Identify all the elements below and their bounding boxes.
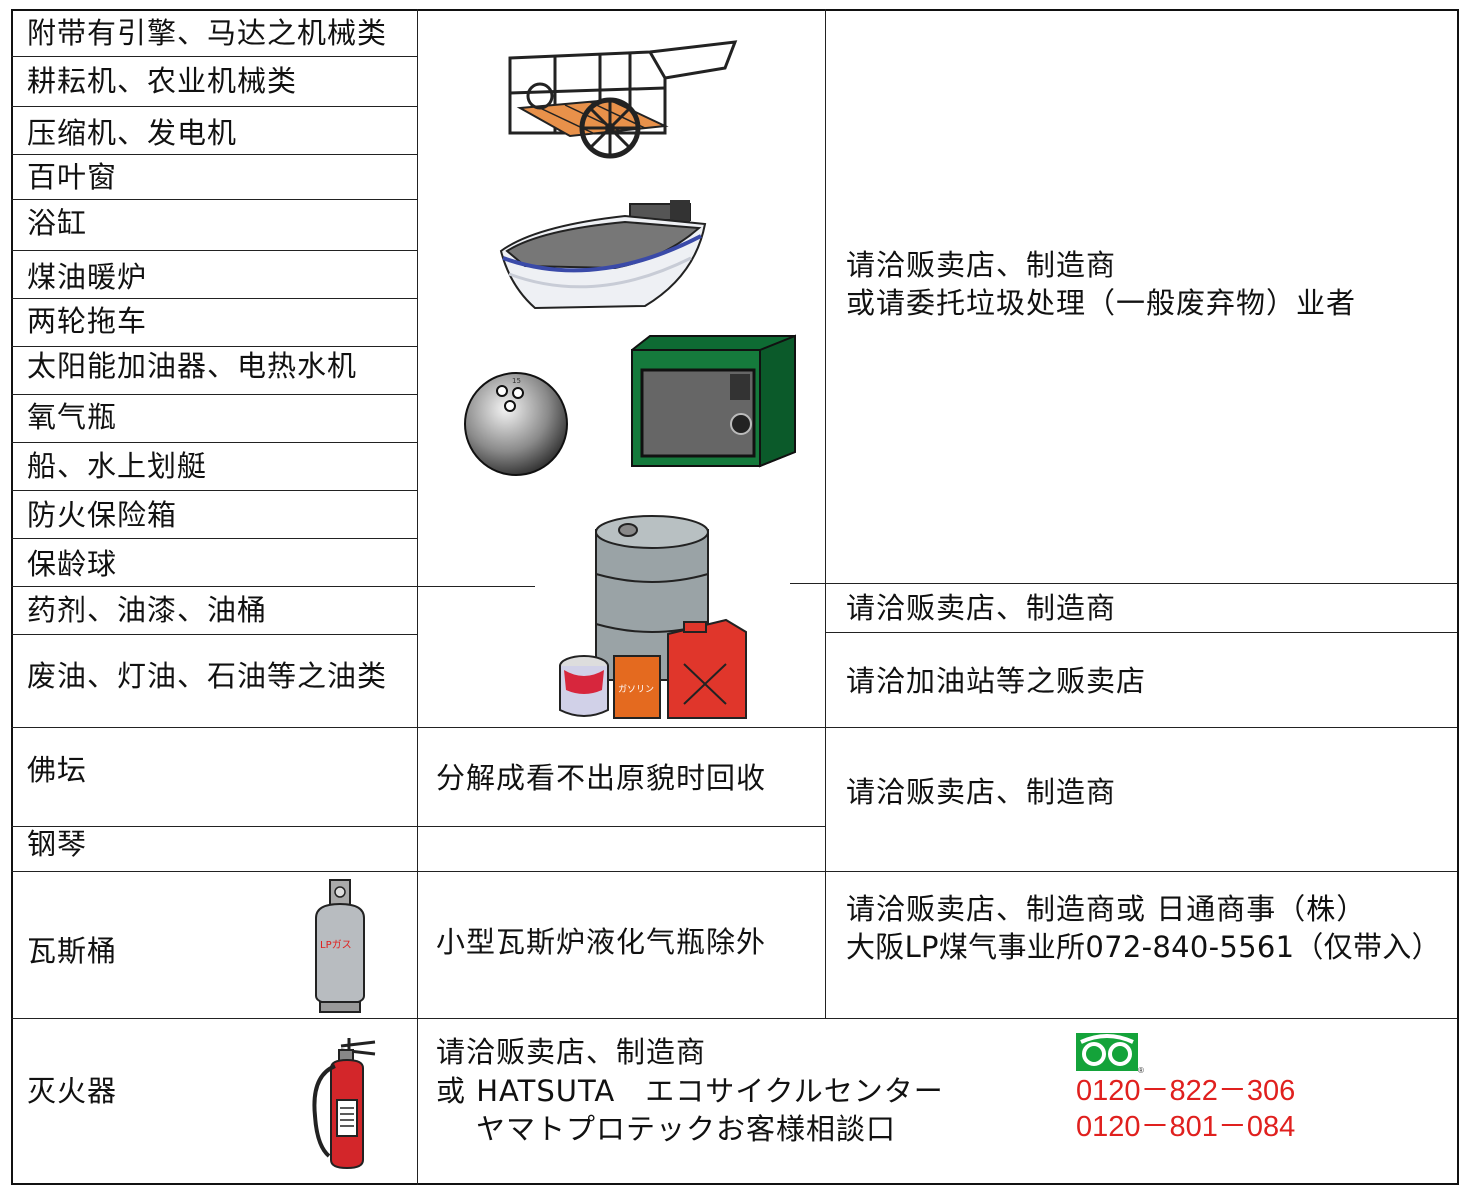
item-label: 佛坛 bbox=[27, 753, 88, 787]
row-line bbox=[11, 442, 417, 443]
row-line bbox=[825, 632, 1457, 633]
contact-note: 大阪LP煤气事业所072-840-5561（仅带入） bbox=[846, 930, 1441, 964]
row-line bbox=[11, 106, 417, 107]
condition-note: 小型瓦斯炉液化气瓶除外 bbox=[436, 925, 767, 959]
cylinder-label: LPガス bbox=[320, 939, 352, 951]
contact-note: 或请委托垃圾处理（一般废弃物）业者 bbox=[846, 286, 1357, 320]
row-line bbox=[11, 634, 417, 635]
item-label: 药剂、油漆、油桶 bbox=[27, 593, 268, 627]
freedial-icon: ® bbox=[1076, 1033, 1144, 1074]
cart-icon bbox=[508, 40, 738, 159]
col-divider-2 bbox=[825, 9, 826, 873]
condition-note: 分解成看不出原貌时回收 bbox=[436, 761, 767, 795]
col-divider-gas bbox=[825, 871, 826, 1018]
contact-note: 请洽贩卖店、制造商 bbox=[846, 248, 1117, 282]
row-line bbox=[11, 727, 1457, 728]
boat-icon bbox=[499, 200, 707, 310]
row-line bbox=[11, 346, 417, 347]
table-border-left bbox=[11, 9, 13, 1185]
registered-mark: ® bbox=[1138, 1066, 1144, 1074]
can-label: ガソリン bbox=[618, 684, 654, 695]
fire-extinguisher-icon bbox=[312, 1038, 376, 1170]
drum-and-cans-icon: ガソリン bbox=[559, 515, 747, 719]
row-line bbox=[11, 298, 417, 299]
row-line bbox=[11, 1018, 1457, 1019]
item-label: 船、水上划艇 bbox=[27, 449, 208, 483]
ball-marks: 15 bbox=[512, 377, 521, 385]
item-label: 氧气瓶 bbox=[27, 400, 118, 434]
phone-number: 0120－801－084 bbox=[1076, 1111, 1296, 1143]
item-label: 浴缸 bbox=[27, 206, 88, 240]
bowling-ball-icon: 15 bbox=[464, 372, 568, 476]
item-label: 百叶窗 bbox=[27, 160, 118, 194]
contact-note: 或 HATSUTA エコサイクルセンター bbox=[436, 1074, 944, 1108]
fire-safe-icon bbox=[631, 334, 796, 468]
lp-gas-cylinder-icon: LPガス bbox=[315, 879, 365, 1013]
item-label: 煤油暖炉 bbox=[27, 260, 148, 294]
contact-note: ヤマトプロテックお客様相談口 bbox=[476, 1112, 897, 1146]
item-label: 防火保险箱 bbox=[27, 498, 178, 532]
table-border-bottom bbox=[11, 1183, 1459, 1185]
row-line bbox=[11, 490, 417, 491]
row-line bbox=[11, 394, 417, 395]
col-divider-1 bbox=[417, 9, 418, 1185]
row-line bbox=[11, 871, 1457, 872]
contact-note: 请洽贩卖店、制造商 bbox=[846, 775, 1117, 809]
table-border-right bbox=[1457, 9, 1459, 1185]
row-line bbox=[11, 586, 535, 587]
item-label: 附带有引擎、马达之机械类 bbox=[27, 16, 388, 50]
row-line bbox=[11, 199, 417, 200]
row-line bbox=[11, 56, 417, 57]
row-line bbox=[11, 154, 417, 155]
item-label: 废油、灯油、石油等之油类 bbox=[27, 659, 388, 693]
row-line bbox=[11, 250, 417, 251]
item-label: 两轮拖车 bbox=[27, 304, 148, 338]
contact-note: 请洽加油站等之贩卖店 bbox=[846, 664, 1147, 698]
row-line bbox=[11, 538, 417, 539]
contact-note: 请洽贩卖店、制造商或 日通商事（株） bbox=[846, 892, 1367, 926]
item-label: 钢琴 bbox=[27, 827, 88, 861]
phone-number: 0120－822－306 bbox=[1076, 1075, 1296, 1107]
row-line bbox=[11, 826, 825, 827]
item-label: 太阳能加油器、电热水机 bbox=[27, 349, 358, 383]
item-label: 耕耘机、农业机械类 bbox=[27, 64, 298, 98]
row-line bbox=[790, 583, 1457, 584]
contact-note: 请洽贩卖店、制造商 bbox=[846, 591, 1117, 625]
contact-note: 请洽贩卖店、制造商 bbox=[436, 1035, 707, 1069]
table-border-top bbox=[11, 9, 1459, 11]
item-label: 保龄球 bbox=[27, 547, 118, 581]
item-label: 压缩机、发电机 bbox=[27, 116, 238, 150]
item-label: 灭火器 bbox=[27, 1074, 118, 1108]
item-label: 瓦斯桶 bbox=[27, 934, 118, 968]
